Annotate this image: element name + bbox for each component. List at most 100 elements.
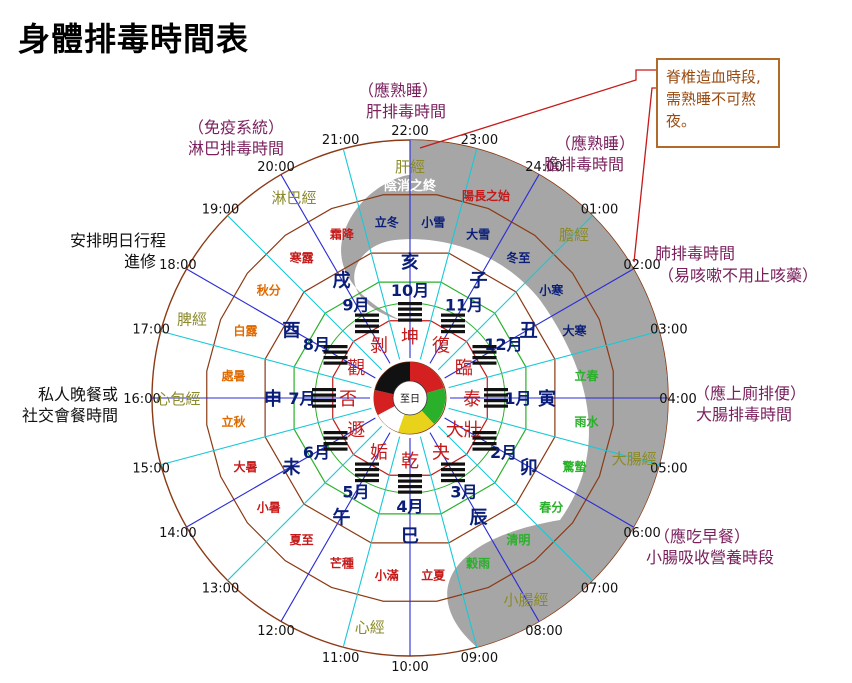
callout-arrow-lung (633, 87, 656, 263)
solar-term: 寒露 (289, 250, 315, 265)
gray-spiral (341, 140, 668, 650)
hexagram-bar (323, 356, 348, 360)
hour-label: 19:00 (202, 202, 239, 217)
hour-spoke (342, 148, 401, 360)
hexagram-bar (323, 442, 348, 446)
study-note: 進修 (124, 252, 157, 271)
branch-label: 子 (470, 270, 488, 291)
solar-term: 秋分 (257, 283, 281, 298)
hexagram-name: 姤 (370, 443, 388, 464)
solar-term: 穀雨 (466, 555, 490, 570)
branch-label: 卯 (520, 458, 538, 479)
hour-spoke (227, 425, 383, 581)
hexagram-name: 剝 (370, 335, 388, 356)
hexagram-bar (312, 393, 336, 397)
solar-term: 立春 (574, 368, 599, 383)
hour-spoke (160, 407, 372, 466)
lung-detox-label: 肺排毒時間 (655, 244, 736, 263)
hour-spoke (444, 417, 634, 528)
hexagram-bar (398, 302, 422, 306)
hexagram-bar (472, 345, 497, 349)
hexagram-bar (355, 473, 379, 477)
hour-label: 03:00 (650, 323, 687, 338)
solar-term: 小寒 (539, 283, 563, 298)
hexagram-bar (441, 473, 465, 477)
branch-label: 午 (333, 507, 351, 529)
solar-term: 清明 (506, 532, 530, 547)
hour-spoke (160, 330, 372, 389)
page-title: 身體排毒時間表 (18, 20, 250, 58)
hour-label: 12:00 (257, 624, 294, 639)
hour-label: 22:00 (391, 124, 428, 139)
hexagram-name: 觀 (347, 358, 365, 379)
hexagram-bar (441, 330, 465, 334)
hexagram-bar (355, 462, 379, 466)
hour-spoke (227, 215, 383, 371)
yin-end-label: 陰消之終 (384, 178, 437, 194)
hexagram-bar (441, 467, 465, 472)
solar-term: 立秋 (222, 414, 247, 429)
hour-spoke (419, 148, 478, 360)
branch-label: 丑 (520, 321, 538, 342)
small-intestine-label: 小腸吸收營養時段 (646, 548, 775, 567)
meridian-label: 膽經 (559, 226, 589, 244)
liver-sleep-note: （應熟睡） (358, 81, 439, 100)
hour-label: 04:00 (659, 392, 696, 407)
hexagram-bar (398, 490, 422, 494)
hexagram-bar (484, 404, 508, 408)
hour-label: 01:00 (581, 202, 618, 217)
solar-term: 大寒 (562, 323, 586, 338)
hour-spoke (419, 436, 478, 648)
spine-callout-box: 脊椎造血時段,需熟睡不可熬夜。 (656, 58, 780, 148)
hexagram-bar (355, 478, 379, 483)
hexagram-bar (398, 479, 422, 483)
hour-label: 08:00 (525, 624, 562, 639)
hour-spoke (444, 268, 634, 379)
branch-label: 亥 (401, 251, 419, 273)
month-label: 11月 (445, 295, 483, 314)
hexagram-bar (472, 356, 497, 360)
month-label: 9月 (342, 295, 369, 314)
hexagram-name: 復 (432, 335, 450, 356)
meridian-label: 肝經 (395, 158, 425, 176)
plan-tomorrow-note: 安排明日行程 (70, 231, 167, 250)
hour-label: 14:00 (159, 526, 196, 541)
hour-spoke (186, 417, 376, 528)
hexagram-bar (312, 388, 336, 392)
hexagram-name: 乾 (401, 451, 419, 472)
hexagram-bar (472, 361, 497, 365)
callout-arrow-liver (419, 69, 656, 149)
solar-term: 立夏 (421, 567, 446, 582)
hexagram-bar (472, 350, 497, 354)
hexagram-bar (472, 447, 497, 451)
hexagram-bar (472, 442, 497, 446)
hour-label: 17:00 (132, 323, 169, 338)
hexagram-bar (323, 350, 348, 354)
hour-label: 07:00 (581, 582, 618, 597)
gall-detox-label: 膽排毒時間 (544, 155, 625, 174)
month-label: 8月 (303, 335, 330, 354)
month-label: 12月 (484, 335, 522, 354)
meridian-label: 脾經 (177, 311, 207, 329)
solar-term: 大雪 (466, 227, 490, 242)
hexagram-bar (355, 313, 379, 317)
month-label: 5月 (342, 483, 369, 502)
hour-spoke (342, 436, 401, 648)
center-label: 至日 (400, 393, 420, 405)
hexagram-bar (472, 431, 497, 435)
hexagram-name: 否 (339, 389, 357, 410)
solar-term: 春分 (538, 499, 563, 514)
month-label: 2月 (490, 443, 517, 462)
hexagram-name: 臨 (455, 358, 473, 379)
dinner-note-2: 社交會餐時間 (22, 406, 119, 425)
meridian-label: 心經 (355, 618, 385, 636)
liver-detox-label: 肝排毒時間 (366, 102, 447, 121)
meridian-label: 小腸經 (503, 591, 548, 609)
solar-term: 霜降 (329, 227, 355, 242)
hexagram-bar (323, 361, 348, 365)
hexagram-bar (355, 324, 379, 328)
branch-label: 辰 (470, 508, 488, 529)
meridian-label: 淋巴經 (271, 189, 316, 207)
solar-term: 小滿 (375, 567, 399, 582)
